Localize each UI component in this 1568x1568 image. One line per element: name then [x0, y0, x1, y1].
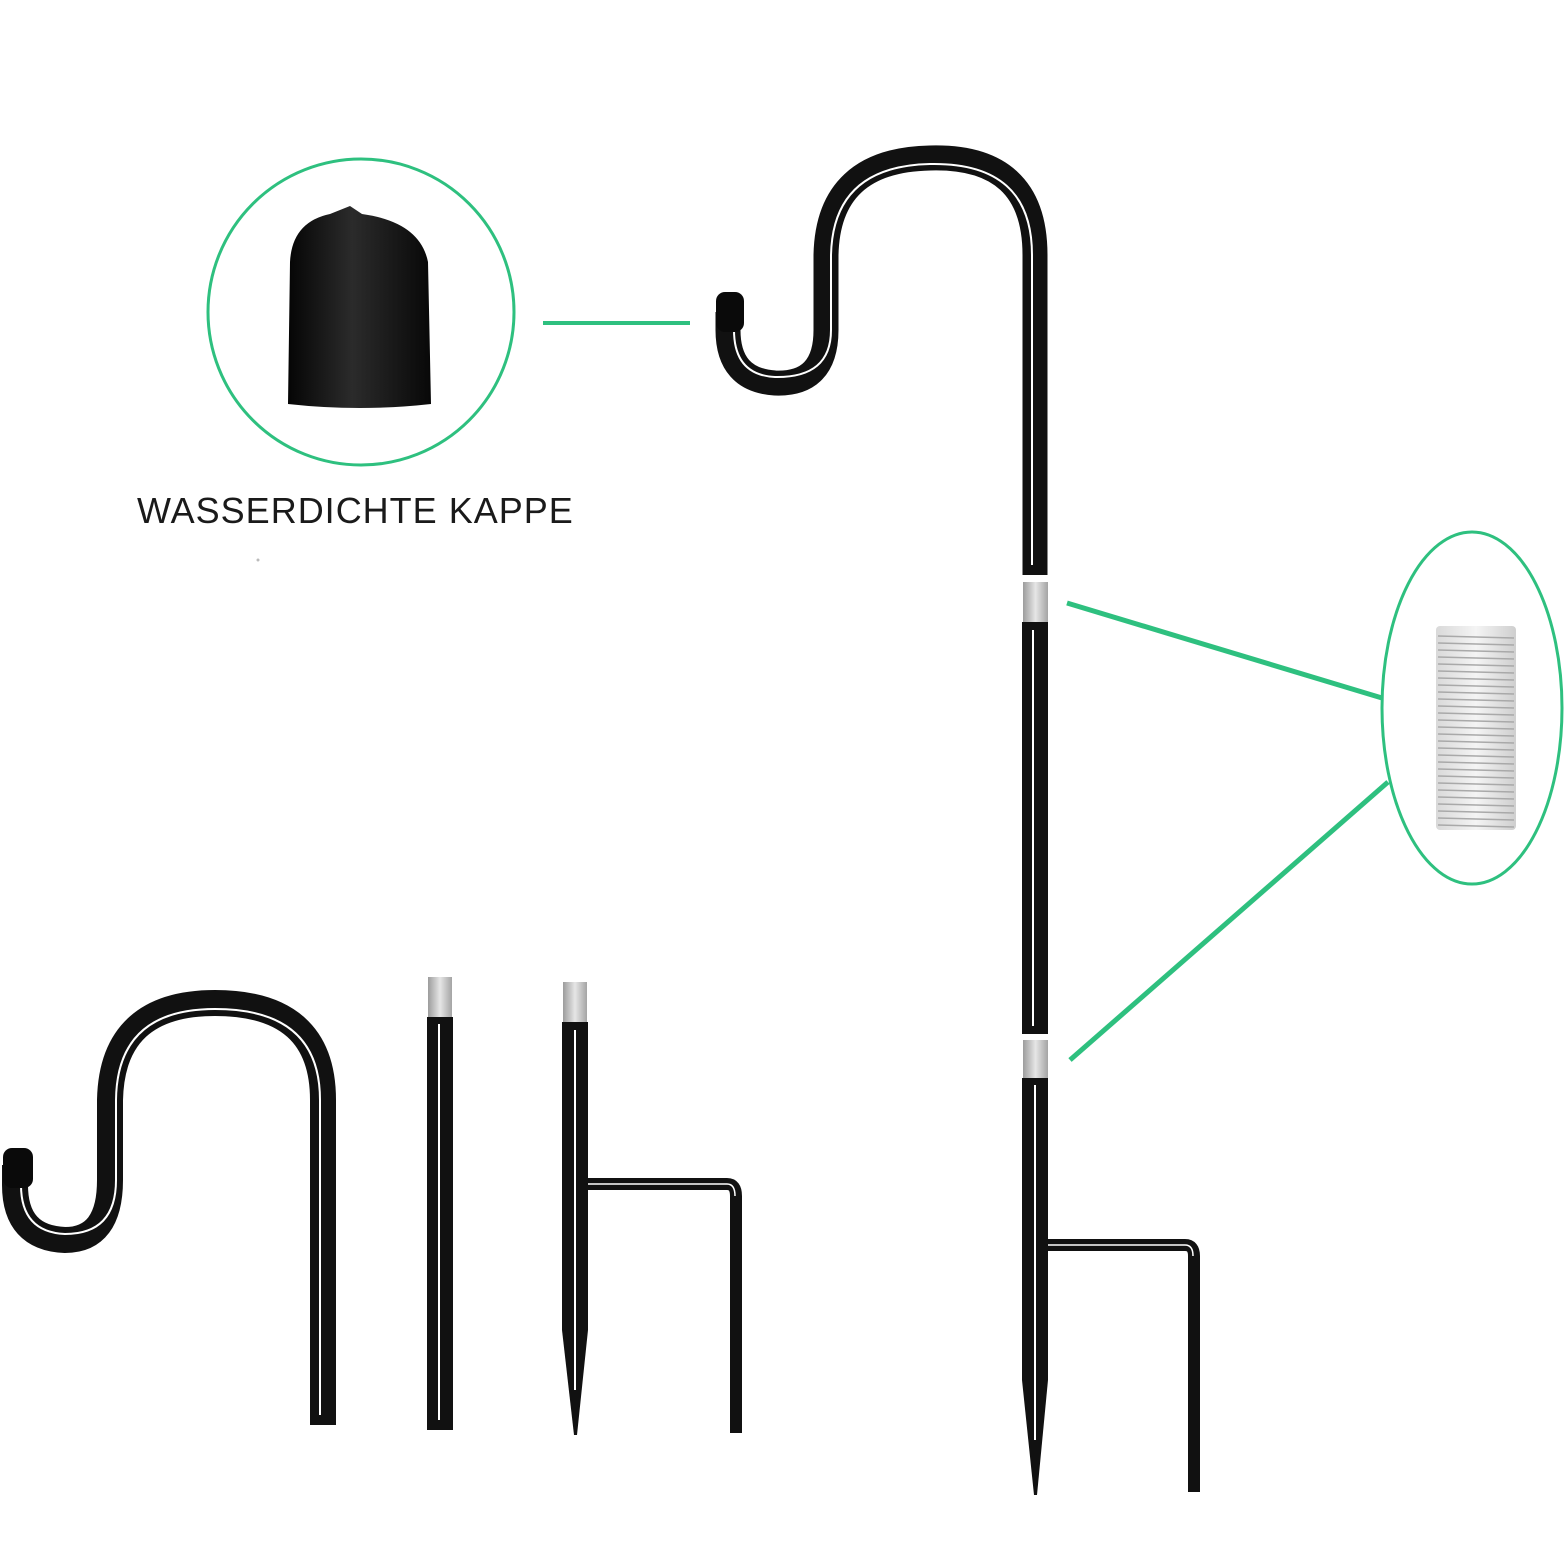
thread-grooves	[1437, 635, 1515, 828]
cap-callout: WASSERDICHTE KAPPE	[137, 157, 690, 562]
part-hook-section	[2, 990, 336, 1425]
thread-groove-line	[1437, 740, 1515, 744]
part-hook-curve	[2, 990, 336, 1425]
thread-groove-line	[1437, 824, 1515, 828]
assembled-hook-highlight	[733, 162, 1033, 565]
part-stake-foot-highlight	[588, 1183, 736, 1197]
cap-callout-circle	[206, 157, 516, 467]
assembled-hook-curve	[715, 145, 1048, 575]
part-stake-foot	[586, 1178, 742, 1433]
assembled-hook	[715, 145, 1200, 1495]
assembled-stake-foot-highlight	[1048, 1244, 1194, 1257]
thread-groove-line	[1437, 796, 1515, 800]
thread-connector-top	[1066, 600, 1383, 701]
part-hook-tip-cap	[3, 1148, 33, 1188]
thread-groove-line	[1437, 782, 1515, 786]
thread-groove-line	[1437, 747, 1515, 751]
thread-groove-line	[1437, 761, 1515, 765]
thread-groove-line	[1437, 649, 1515, 653]
thread-groove-line	[1437, 768, 1515, 772]
part-rod-ferrule	[428, 977, 452, 1017]
assembled-hook-tip-cap	[716, 292, 744, 332]
thread-groove-line	[1437, 684, 1515, 688]
thread-groove-line	[1437, 810, 1515, 814]
thread-groove-line	[1437, 789, 1515, 793]
thread-groove-line	[1437, 670, 1515, 674]
thread-connector-bottom	[1068, 780, 1390, 1062]
thread-groove-line	[1437, 677, 1515, 681]
thread-callout	[1066, 530, 1564, 1062]
stray-dot	[256, 558, 260, 562]
thread-groove-line	[1437, 817, 1515, 821]
assembled-lower-ferrule	[1023, 1040, 1048, 1078]
thread-groove-line	[1437, 698, 1515, 702]
cap-icon	[288, 206, 431, 408]
part-stake-section	[562, 982, 742, 1435]
thread-groove-line	[1437, 635, 1515, 639]
thread-groove-line	[1437, 656, 1515, 660]
assembled-upper-ferrule	[1023, 582, 1048, 622]
assembled-stake-foot	[1046, 1239, 1200, 1492]
thread-groove-line	[1437, 754, 1515, 758]
thread-groove-line	[1437, 726, 1515, 730]
part-stake-ferrule	[563, 982, 587, 1022]
thread-groove-line	[1437, 803, 1515, 807]
part-middle-rod	[427, 977, 453, 1430]
thread-groove-line	[1437, 775, 1515, 779]
thread-groove-line	[1437, 642, 1515, 646]
thread-groove-line	[1437, 712, 1515, 716]
thread-groove-line	[1437, 691, 1515, 695]
disassembled-parts	[2, 977, 742, 1435]
part-hook-highlight	[20, 1007, 321, 1415]
thread-groove-line	[1437, 733, 1515, 737]
thread-groove-line	[1437, 719, 1515, 723]
thread-groove-line	[1437, 663, 1515, 667]
assembled-middle-rod	[1022, 622, 1048, 1034]
thread-groove-line	[1437, 705, 1515, 709]
cap-label: WASSERDICHTE KAPPE	[137, 490, 574, 531]
